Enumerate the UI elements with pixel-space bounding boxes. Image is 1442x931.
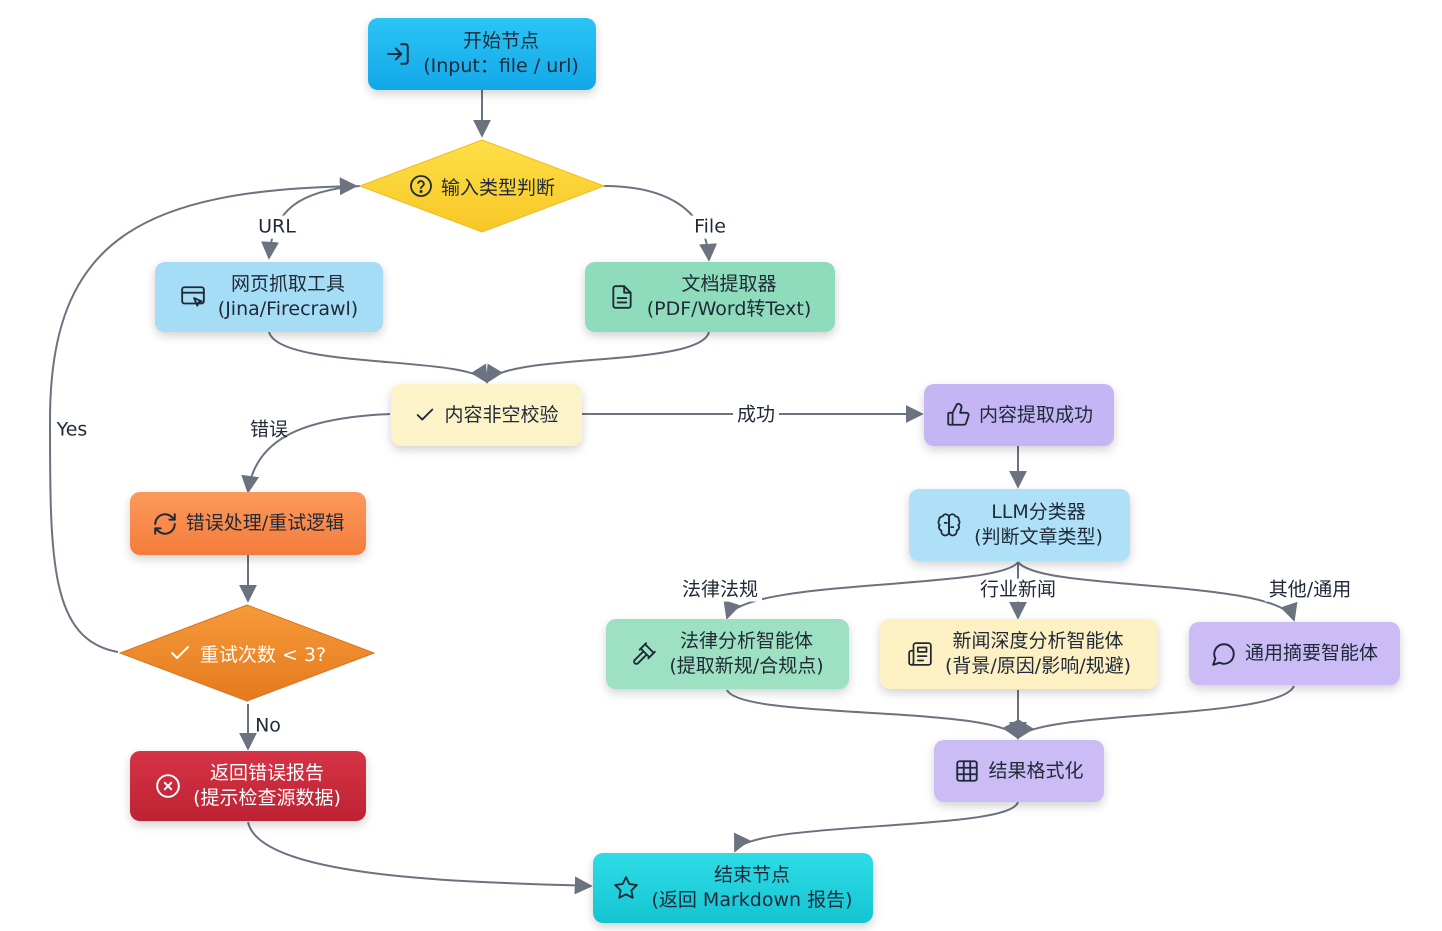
node-doc-extract-subtitle: (PDF/Word转Text) — [646, 298, 812, 320]
chat-bubble-icon — [1212, 642, 1235, 666]
browser-cursor-icon — [181, 286, 205, 307]
edge-doc-extract-to-non-empty — [486, 331, 710, 384]
edge-llm-to-legal — [723, 561, 1019, 620]
node-doc-extract[interactable]: 文档提取器 (PDF/Word转Text) — [585, 262, 835, 332]
node-error-report[interactable]: 返回错误报告 (提示检查源数据) — [130, 751, 366, 821]
node-web-fetch[interactable]: 网页抓取工具 (Jina/Firecrawl) — [155, 262, 383, 332]
decision-diamond-shape — [358, 139, 606, 233]
star-icon — [614, 876, 639, 899]
node-web-fetch-subtitle: (Jina/Firecrawl) — [217, 298, 359, 320]
edge-error-report-to-end — [247, 821, 593, 895]
edge-format-to-end — [734, 801, 1019, 853]
edge-legal-to-format — [726, 689, 1019, 740]
node-end-subtitle: (返回 Markdown 报告) — [651, 889, 853, 911]
node-general-agent[interactable]: 通用摘要智能体 — [1189, 622, 1400, 685]
node-error-retry[interactable]: 错误处理/重试逻辑 — [130, 492, 366, 555]
node-start-subtitle: (Input：file / url) — [423, 55, 579, 77]
node-legal-agent-subtitle: (提取新规/合规点) — [669, 655, 824, 677]
node-end[interactable]: 结束节点 (返回 Markdown 报告) — [593, 853, 873, 923]
edge-label-industry-news: 行业新闻 — [975, 578, 1061, 602]
edge-retry-yes-to-input-type — [48, 177, 358, 653]
decision-diamond-shape — [118, 604, 376, 702]
node-general-agent-label: 通用摘要智能体 — [1244, 642, 1378, 665]
x-circle-icon — [156, 774, 180, 798]
node-news-agent-subtitle: (背景/原因/影响/规避) — [944, 655, 1132, 677]
node-legal-agent-title: 法律分析智能体 — [679, 630, 813, 653]
node-end-title: 结束节点 — [713, 864, 790, 887]
refresh-icon — [154, 512, 176, 535]
edge-llm-to-general — [1017, 561, 1298, 622]
edge-label-file: File — [690, 215, 730, 239]
node-non-empty-check[interactable]: 内容非空校验 — [391, 384, 582, 446]
node-error-report-title: 返回错误报告 — [209, 762, 324, 785]
edge-label-other: 其他/通用 — [1264, 578, 1356, 602]
edge-label-legal: 法律法规 — [677, 578, 763, 602]
node-llm-classifier-title: LLM分类器 — [991, 501, 1086, 524]
edge-web-fetch-to-non-empty — [268, 331, 488, 384]
node-retry-count-decision[interactable]: 重试次数 < 3? — [116, 601, 378, 705]
node-input-type-decision[interactable]: 输入类型判断 — [356, 136, 608, 236]
node-llm-classifier[interactable]: LLM分类器 (判断文章类型) — [909, 489, 1130, 561]
node-input-type-label: 输入类型判断 — [440, 176, 555, 199]
node-error-report-subtitle: (提示检查源数据) — [193, 787, 341, 809]
node-llm-classifier-subtitle: (判断文章类型) — [974, 526, 1103, 548]
node-start-title: 开始节点 — [462, 30, 539, 53]
node-news-agent[interactable]: 新闻深度分析智能体 (背景/原因/影响/规避) — [880, 619, 1158, 689]
node-format-result-label: 结果格式化 — [988, 759, 1084, 782]
edge-label-yes: Yes — [52, 418, 92, 442]
edge-label-no: No — [255, 714, 281, 737]
node-error-retry-label: 错误处理/重试逻辑 — [185, 512, 345, 535]
node-extract-success[interactable]: 内容提取成功 — [924, 384, 1114, 446]
node-doc-extract-title: 文档提取器 — [681, 273, 777, 296]
node-start[interactable]: 开始节点 (Input：file / url) — [368, 18, 596, 90]
check-icon — [417, 408, 434, 421]
document-icon — [612, 285, 632, 309]
node-news-agent-title: 新闻深度分析智能体 — [952, 630, 1124, 653]
edge-label-url: URL — [254, 215, 300, 239]
newspaper-icon — [908, 642, 932, 666]
edge-input-type-to-doc-extract — [603, 185, 718, 262]
node-non-empty-label: 内容非空校验 — [444, 403, 559, 426]
brain-icon — [937, 513, 961, 537]
gavel-icon — [633, 642, 657, 665]
edge-label-success: 成功 — [732, 403, 780, 427]
node-retry-count-label: 重试次数 < 3? — [199, 643, 327, 666]
node-format-result[interactable]: 结果格式化 — [934, 740, 1104, 802]
thumbs-up-icon — [947, 402, 970, 426]
node-web-fetch-title: 网页抓取工具 — [230, 273, 345, 296]
login-arrow-icon — [387, 43, 409, 65]
node-legal-agent[interactable]: 法律分析智能体 (提取新规/合规点) — [606, 619, 849, 689]
table-icon — [956, 760, 979, 782]
question-circle-icon — [410, 175, 432, 197]
edge-general-to-format — [1017, 685, 1295, 740]
node-extract-success-label: 内容提取成功 — [978, 403, 1093, 426]
edge-non-empty-to-error-retry — [241, 413, 391, 494]
check-icon — [170, 646, 189, 659]
edge-label-error: 错误 — [249, 418, 289, 441]
